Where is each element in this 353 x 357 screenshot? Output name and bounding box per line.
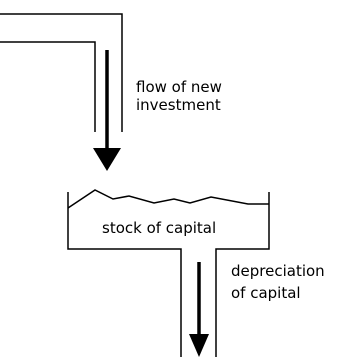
flow-label-line1: flow of new — [136, 78, 222, 96]
flow-label-line2: investment — [136, 96, 221, 114]
depreciation-label-line2: of capital — [231, 284, 301, 302]
inflow-arrow-head — [93, 148, 121, 171]
outflow-arrow-head — [189, 334, 209, 357]
inflow-pipe-outer-wall — [0, 13, 123, 132]
depreciation-label-line1: depreciation — [231, 262, 325, 280]
inflow-pipe-inner-wall — [0, 41, 96, 132]
stock-label: stock of capital — [102, 219, 217, 237]
stock-container-outline-right — [215, 192, 270, 357]
stock-container-outline — [67, 192, 182, 357]
stock-level-line — [67, 189, 269, 209]
